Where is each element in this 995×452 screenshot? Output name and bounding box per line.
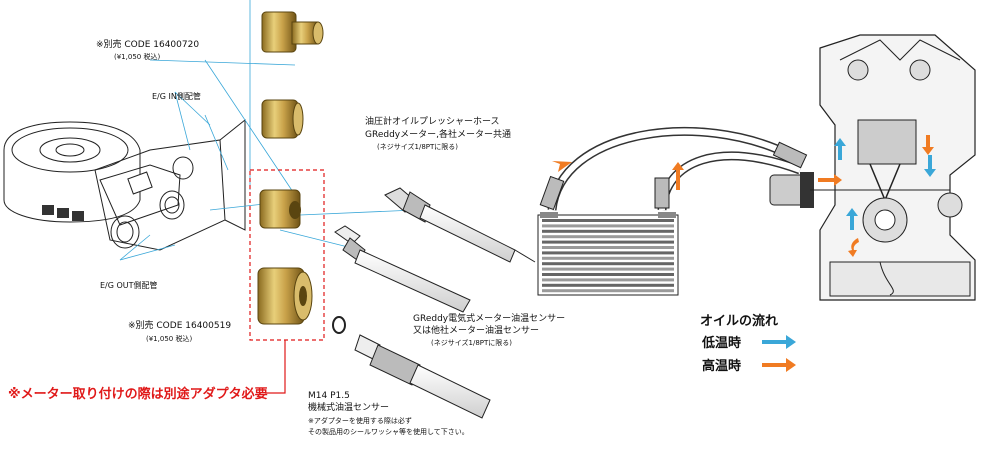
flow-arrow-low-1: [834, 138, 846, 160]
cooler-fin: [542, 267, 674, 271]
mechanical-temp-sensor: [354, 334, 491, 419]
cooler-fin: [542, 278, 674, 282]
brass-plug: [261, 99, 304, 139]
brass-adapter-large: [257, 267, 313, 325]
oil-cooler: [537, 212, 679, 296]
label-mech-2: 機械式油温センサー: [308, 401, 389, 413]
cooler-fin: [542, 235, 674, 239]
cooler-fin: [542, 224, 674, 228]
label-pressure-hose-1: 油圧計オイルプレッシャーホース: [365, 115, 500, 127]
legend-low-arrow: [762, 335, 796, 349]
label-eg-in: E/G IN側配管: [152, 91, 201, 101]
cooler-fin: [542, 246, 674, 249]
flow-legend: オイルの流れ 低温時 高温時: [700, 313, 796, 374]
leader-lines: [119, 0, 416, 261]
cooler-fin: [542, 219, 674, 222]
brass-fitting-top: [261, 11, 324, 53]
cooler-fin: [542, 229, 674, 233]
flow-arrows-diagram: [552, 135, 936, 257]
label-mech-4: その製品用のシールワッシャ等を使用して下さい。: [308, 427, 469, 436]
flow-arrow-high-1: [552, 161, 572, 172]
adapter-highlight-box: [249, 169, 325, 341]
label-mech-3: ※アダプターを使用する際は必ず: [308, 416, 412, 425]
legend-title: オイルの流れ: [700, 313, 778, 329]
legend-high-label: 高温時: [702, 358, 741, 374]
flow-arrow-high-4: [922, 135, 934, 155]
flow-arrow-high-2: [672, 162, 684, 190]
cooler-hoses: [539, 126, 808, 211]
label-temp-sensor-1: GReddy電気式メーター油温センサー: [413, 312, 565, 324]
label-code-top: ※別売 CODE 16400720: [96, 38, 199, 50]
label-temp-sensor-3: (ネジサイズ1/8PTに限る): [431, 338, 512, 347]
label-mech-1: M14 P1.5: [308, 391, 350, 401]
oil-sandwich-block: [3, 118, 246, 251]
cooler-fin: [542, 273, 674, 276]
cooler-fin: [542, 283, 674, 287]
label-code-top-price: (¥1,050 税込): [114, 52, 160, 61]
flow-arrow-low-2: [924, 155, 936, 177]
label-code-bottom: ※別売 CODE 16400519: [128, 319, 231, 331]
electric-temp-sensor: [334, 225, 471, 313]
legend-high-arrow: [762, 358, 796, 372]
engine-cross-section: [769, 34, 976, 301]
brass-adapter-small: [259, 189, 301, 229]
legend-low-label: 低温時: [701, 335, 741, 351]
cooler-fin: [542, 251, 674, 255]
cooler-fin: [542, 240, 674, 244]
label-pressure-hose-3: (ネジサイズ1/8PTに限る): [377, 142, 458, 151]
label-adapter-note: ※メーター取り付けの際は別途アダプタ必要: [8, 386, 268, 402]
flow-arrow-high-5: [848, 238, 859, 257]
adapter-callout-line: [265, 340, 286, 394]
pressure-hose-fitting: [384, 187, 536, 263]
flow-arrow-low-3: [846, 208, 858, 230]
flow-arrow-high-3: [818, 174, 842, 186]
label-eg-out: E/G OUT側配管: [100, 280, 158, 290]
cooler-fin: [542, 289, 674, 293]
label-code-bottom-price: (¥1,050 税込): [146, 334, 192, 343]
cooler-fin: [542, 256, 674, 260]
cooler-fin: [542, 262, 674, 266]
label-pressure-hose-2: GReddyメーター,各社メーター共通: [365, 128, 511, 140]
washer: [332, 316, 346, 334]
label-temp-sensor-2: 又は他社メーター油温センサー: [413, 324, 539, 336]
